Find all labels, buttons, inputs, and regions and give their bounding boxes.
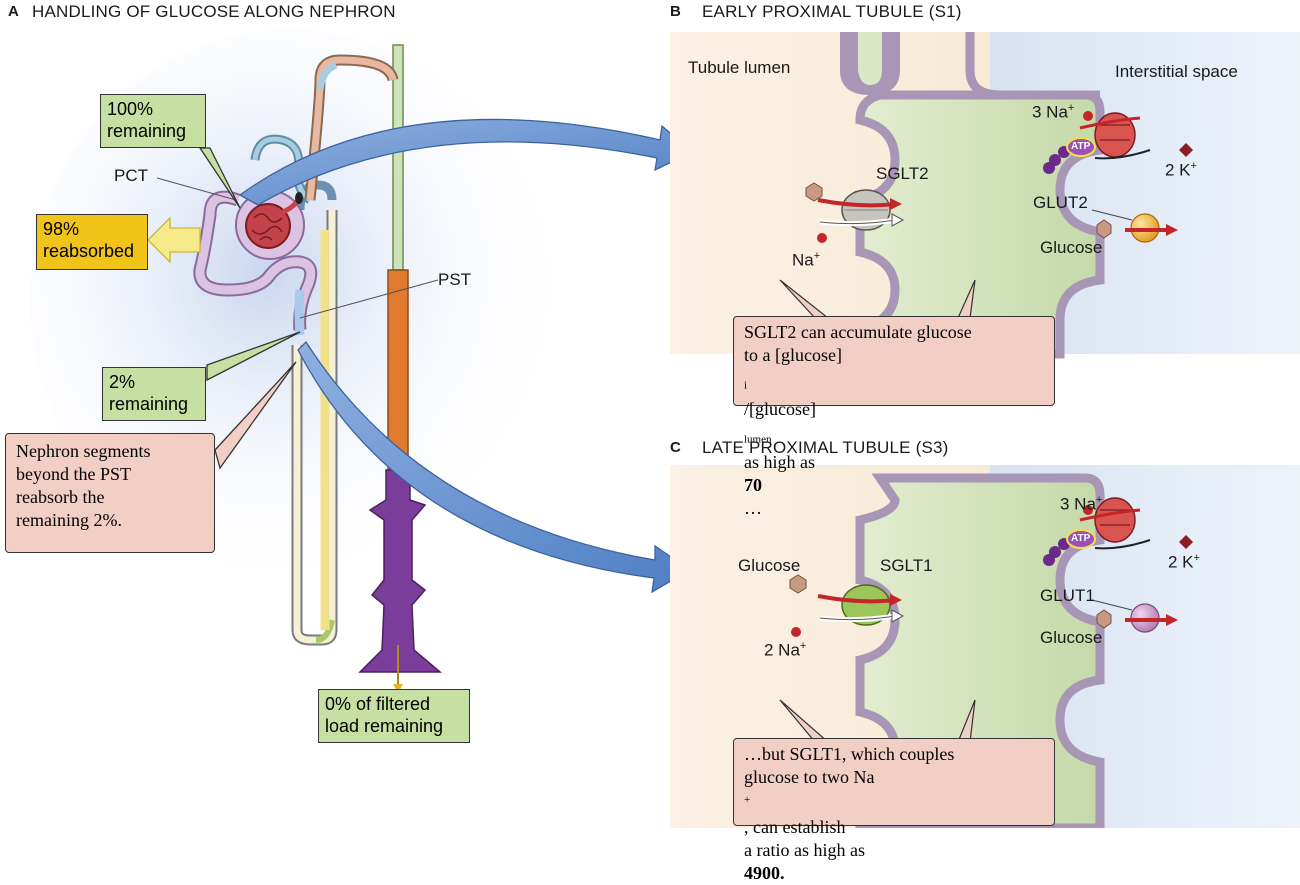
note-b-line3: as high as 70… bbox=[744, 452, 815, 519]
note-c-line1: …but SGLT1, which couples bbox=[744, 744, 955, 764]
atp-b bbox=[1066, 137, 1096, 157]
note-a-line1: Nephron segments bbox=[16, 441, 151, 461]
tubule-lumen-label: Tubule lumen bbox=[688, 58, 791, 77]
box-2-remaining: 2% remaining bbox=[102, 367, 206, 421]
proximal-straight-tubule bbox=[294, 289, 305, 336]
reabsorbed-arrow bbox=[147, 216, 201, 264]
note-sglt2: SGLT2 can accumulate glucose to a [gluco… bbox=[733, 316, 1055, 518]
note-sglt1: …but SGLT1, which couples glucose to two… bbox=[733, 738, 1055, 883]
collecting-duct-papillary bbox=[358, 469, 443, 673]
atp-c bbox=[1066, 529, 1096, 549]
note-nephron-segments: Nephron segments beyond the PST reabsorb… bbox=[5, 433, 215, 553]
sglt2-label: SGLT2 bbox=[876, 164, 929, 183]
box-2-pointer bbox=[206, 331, 301, 382]
na-k-pump-c bbox=[1094, 497, 1136, 543]
note-b-line2: to a [glucose]i/[glucose]lumen bbox=[744, 345, 842, 446]
k-2-label-b: 2 K+ bbox=[1165, 160, 1197, 180]
label-pct: PCT bbox=[114, 166, 148, 185]
glut2-label: GLUT2 bbox=[1033, 193, 1088, 212]
interstitial-space-label: Interstitial space bbox=[1115, 62, 1238, 81]
box-0-line1: 0% of filtered bbox=[325, 694, 431, 714]
box-98-reabsorbed: 98% reabsorbed bbox=[36, 214, 148, 270]
note-c-line2: glucose to two Na+, can establish bbox=[744, 767, 875, 837]
glucose-label-c: Glucose bbox=[1040, 628, 1103, 647]
glucose-label-c-lumen: Glucose bbox=[738, 556, 801, 575]
note-a-line3: reabsorb the bbox=[16, 487, 105, 507]
pst-pointer-line bbox=[299, 279, 439, 319]
box-0-line2: load remaining bbox=[325, 716, 444, 736]
panel-a-letter: A bbox=[8, 3, 19, 20]
glut1-label: GLUT1 bbox=[1040, 586, 1095, 605]
duct-outlet-arrowhead bbox=[393, 684, 403, 693]
panel-b-letter: B bbox=[670, 3, 681, 20]
na-3-label-b: 3 Na+ bbox=[1032, 102, 1075, 122]
pct-pointer-line bbox=[156, 177, 237, 201]
sglt2-glucose-arrow bbox=[817, 198, 896, 208]
label-pst: PST bbox=[438, 270, 472, 289]
arrow-to-panel-c bbox=[297, 340, 692, 594]
atp-label-c: ATP bbox=[1071, 533, 1091, 544]
glucose-hexagon-b-cell bbox=[1096, 219, 1112, 239]
box-100-pointer bbox=[198, 147, 241, 209]
k-diamond-b bbox=[1179, 143, 1193, 157]
panel-c-letter: C bbox=[670, 439, 681, 456]
k-diamond-c bbox=[1179, 535, 1193, 549]
note-c-line3: a ratio as high as 4900. bbox=[744, 840, 865, 883]
panel-a-title: HANDLING OF GLUCOSE ALONG NEPHRON bbox=[32, 2, 396, 21]
proximal-convoluted-tubule bbox=[195, 192, 316, 331]
atp-label-b: ATP bbox=[1071, 141, 1091, 152]
na-2-label-c: 2 Na+ bbox=[764, 640, 807, 660]
note-a-line2: beyond the PST bbox=[16, 464, 131, 484]
note-b-line1: SGLT2 can accumulate glucose bbox=[744, 322, 972, 342]
box-100-line2: remaining bbox=[107, 121, 187, 141]
sglt1-glucose-arrow bbox=[817, 594, 896, 604]
box-98-line2: reabsorbed bbox=[43, 241, 135, 261]
box-100-line1: 100% bbox=[107, 99, 154, 119]
k-2-label-c: 2 K+ bbox=[1168, 552, 1200, 572]
na-dot-b-lumen bbox=[817, 233, 827, 243]
na-3-label-c: 3 Na+ bbox=[1060, 494, 1103, 514]
panel-c-title: LATE PROXIMAL TUBULE (S3) bbox=[702, 438, 949, 457]
glucose-hexagon-c-cell bbox=[1096, 609, 1112, 629]
box-2-line1: 2% bbox=[109, 372, 136, 392]
note-a-pointer bbox=[214, 361, 297, 470]
box-2-line2: remaining bbox=[109, 394, 189, 414]
glucose-label-b: Glucose bbox=[1040, 238, 1103, 257]
glucose-hexagon-b-lumen bbox=[805, 182, 823, 202]
box-98-line1: 98% bbox=[43, 219, 80, 239]
box-100-remaining: 100% remaining bbox=[100, 94, 206, 148]
note-a-line4: remaining 2%. bbox=[16, 510, 122, 530]
na-dot-c-lumen bbox=[791, 627, 801, 637]
glucose-hexagon-c-lumen bbox=[789, 574, 807, 594]
glucose-handling-figure: A HANDLING OF GLUCOSE ALONG NEPHRON 100%… bbox=[5, 2, 1300, 883]
loop-thin-green-segment bbox=[315, 619, 335, 643]
na-label-b: Na+ bbox=[792, 250, 821, 270]
panel-b-title: EARLY PROXIMAL TUBULE (S1) bbox=[702, 2, 962, 21]
collecting-duct-middle bbox=[387, 269, 409, 471]
juxtaglomerular-dot bbox=[295, 192, 303, 204]
sglt1-label: SGLT1 bbox=[880, 556, 933, 575]
box-0-remaining: 0% of filtered load remaining bbox=[318, 689, 470, 743]
